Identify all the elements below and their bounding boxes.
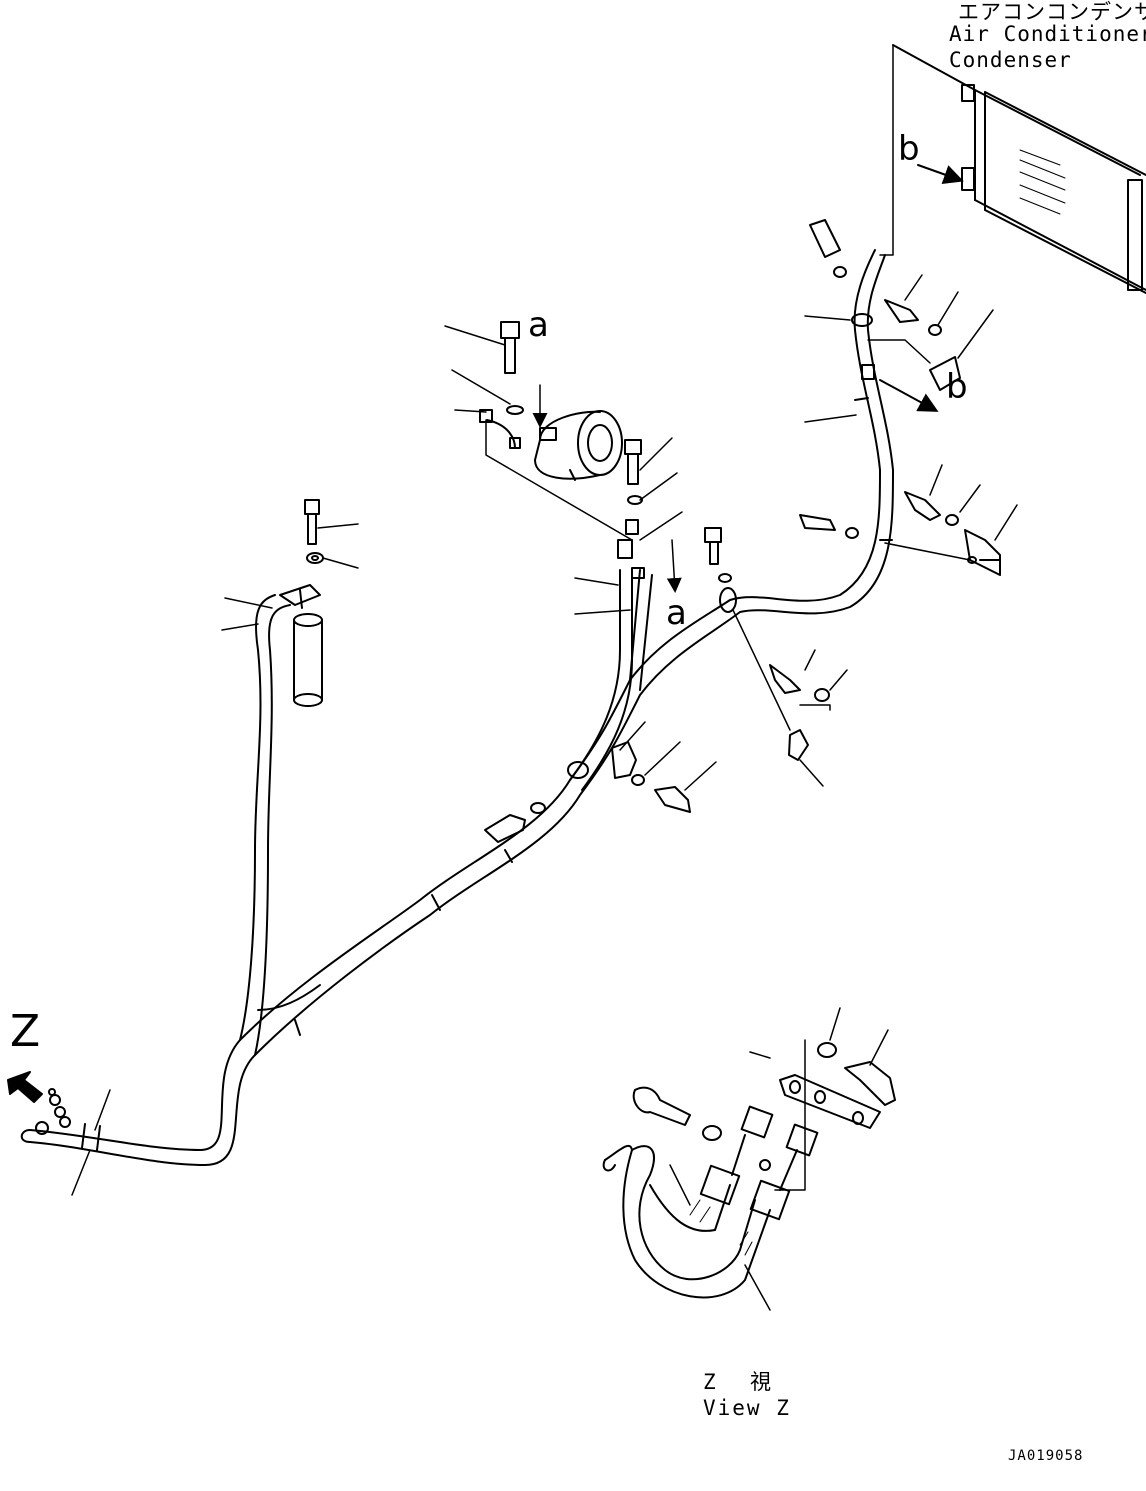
marker-a-top: a — [528, 305, 549, 345]
receiver-hose — [239, 594, 321, 1056]
z-leaders — [71, 1089, 111, 1196]
marker-b-right: b — [946, 367, 968, 407]
receiver-leaders — [221, 523, 359, 631]
compressor-leaders — [444, 325, 683, 615]
receiver-drier — [279, 584, 323, 707]
view-z-detail — [602, 1007, 896, 1311]
z-direction-arrow — [7, 1071, 43, 1103]
condenser-leader — [879, 44, 894, 256]
condenser-unit — [892, 44, 1146, 294]
right-bracket — [799, 464, 1018, 576]
center-clip — [704, 527, 848, 787]
marker-z: Z — [10, 1006, 41, 1057]
view-title-jp-2: 視 — [750, 1370, 773, 1394]
mid-clamp — [611, 721, 717, 813]
mid-bolt-washer — [484, 802, 546, 843]
drawing-code: JA019058 — [1008, 1448, 1084, 1464]
main-hose — [29, 249, 894, 1166]
receiver-bolt — [304, 499, 324, 564]
z-end-fittings — [20, 1088, 71, 1143]
marker-b-top: b — [898, 129, 920, 169]
condenser-label-en-2: Condenser — [949, 48, 1072, 72]
view-title-en: View Z — [703, 1396, 791, 1420]
marker-a-bottom: a — [666, 593, 687, 633]
compressor — [534, 410, 623, 481]
compressor-hose-bolt — [617, 439, 645, 579]
condenser-label-en-1: Air Conditioner — [949, 22, 1146, 46]
view-title-jp-1: Z — [703, 1370, 718, 1394]
condenser-label-jp: エアコンコンデンサ — [958, 0, 1146, 24]
compressor-hose — [569, 569, 653, 791]
condenser-fittings — [804, 164, 994, 423]
hose-joints — [81, 313, 893, 1151]
